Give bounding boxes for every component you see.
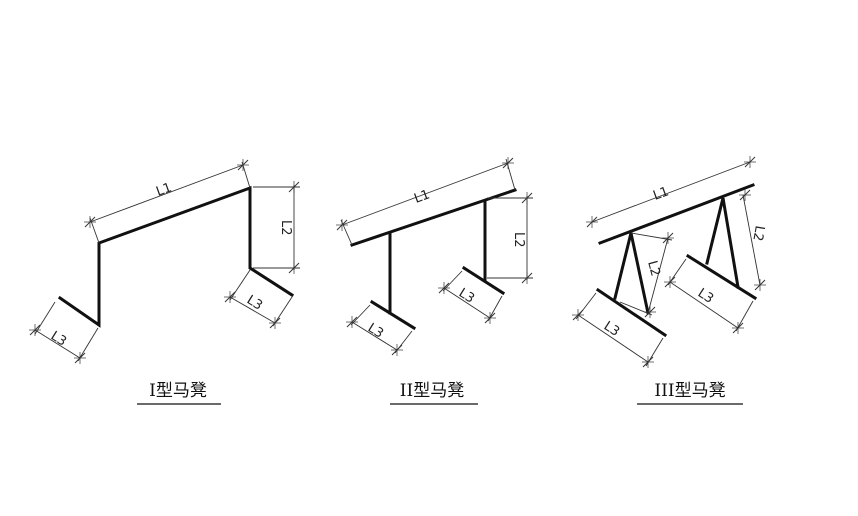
type-2-chair: L1 L2 L3 L3 II型马凳 — [335, 156, 534, 405]
l3-label: L3 — [695, 286, 716, 307]
l2-dimension-line — [647, 237, 669, 314]
l2-label: L2 — [749, 224, 766, 242]
l1-dimension-line — [341, 162, 509, 226]
l2-label: L2 — [511, 232, 526, 248]
l3-label: L3 — [456, 286, 477, 307]
caption-type-3: III型马凳 — [654, 381, 725, 401]
type-2-top-bar — [350, 188, 517, 247]
l3-dimension-line — [229, 296, 276, 324]
l1-dimension-line — [591, 161, 751, 223]
l2-dimension-line — [742, 194, 761, 286]
caption-type-2: II型马凳 — [400, 381, 464, 401]
l3-dimension-line — [351, 321, 398, 351]
l2-label: L2 — [644, 259, 663, 278]
type-1-rebar — [57, 185, 295, 328]
type-3-chair: L1 L2 L2 L3 L3 III型马凳 — [571, 155, 767, 405]
l1-label: L1 — [412, 187, 432, 206]
l3-label: L3 — [244, 293, 265, 314]
l3-label: L3 — [365, 321, 386, 342]
l3-label: L3 — [601, 319, 622, 340]
l2-label: L2 — [278, 220, 293, 236]
l3-label: L3 — [48, 329, 69, 350]
l1-label: L1 — [651, 184, 671, 203]
l3-dimension-line — [443, 287, 491, 319]
l3-dimension-line — [669, 281, 739, 329]
l1-label: L1 — [154, 180, 174, 199]
caption-type-1: I型马凳 — [149, 381, 207, 401]
l3-dimension-line — [34, 329, 81, 359]
l3-dimension-line — [577, 314, 649, 363]
l1-dimension-line — [89, 164, 244, 223]
type-1-chair: L1 L2 L3 L3 I型马凳 — [28, 158, 301, 405]
type-3-top-bar — [598, 183, 755, 245]
